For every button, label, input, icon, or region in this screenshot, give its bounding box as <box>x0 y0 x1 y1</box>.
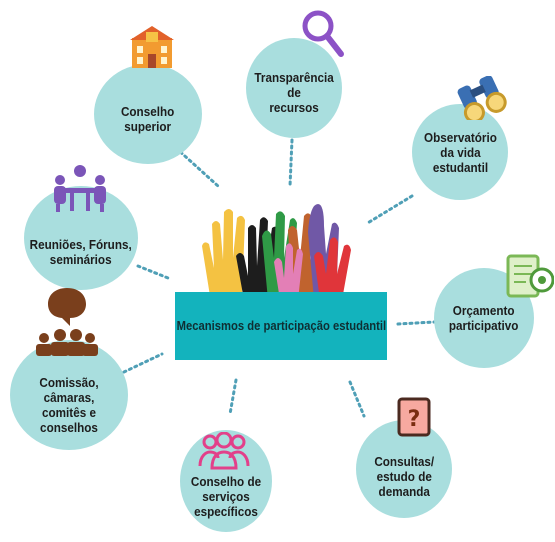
node-label: Orçamento participativo <box>449 303 519 333</box>
connector-servicos <box>228 378 238 416</box>
center-label: Mecanismos de participação estudantil <box>176 319 386 333</box>
building-icon <box>130 26 174 68</box>
connector-observatorio <box>364 194 414 226</box>
connector-conselho-superior <box>174 146 220 188</box>
node-label: Observatório da vida estudantil <box>423 129 497 175</box>
binoculars-icon <box>457 76 507 120</box>
connector-transparencia <box>288 138 294 188</box>
node-label: Comissão, câmaras, comitês e conselhos <box>39 375 99 435</box>
meeting-icon <box>54 165 106 212</box>
magnifier-icon <box>302 10 344 57</box>
node-label: Conselho superior <box>121 104 175 134</box>
connector-reunioes <box>136 264 170 280</box>
center-box: Mecanismos de participação estudantil <box>175 292 387 360</box>
node-observatorio: Observatório da vida estudantil <box>412 104 508 200</box>
svg-text:?: ? <box>408 407 421 432</box>
budget-icon <box>506 254 554 298</box>
question-book-icon: ? <box>397 397 431 437</box>
raised-hands-icon <box>202 204 351 300</box>
node-label: Reuniões, Fóruns, seminários <box>29 237 133 267</box>
committee-icon <box>36 288 98 356</box>
node-reunioes: Reuniões, Fóruns, seminários <box>24 186 138 290</box>
connector-consultas <box>348 380 366 418</box>
connector-orcamento <box>396 320 436 326</box>
node-consultas: Consultas/ estudo de demanda <box>356 420 452 518</box>
node-conselho-superior: Conselho superior <box>94 64 202 164</box>
group-icon <box>198 432 250 470</box>
node-label: Consultas/ estudo de demanda <box>374 453 434 499</box>
node-transparencia: Transparência de recursos <box>246 38 342 138</box>
node-comissao: Comissão, câmaras, comitês e conselhos <box>10 340 128 450</box>
node-label: Conselho de serviços específicos <box>190 473 262 519</box>
node-label: Transparência de recursos <box>254 69 334 115</box>
connector-comissao <box>122 352 164 374</box>
